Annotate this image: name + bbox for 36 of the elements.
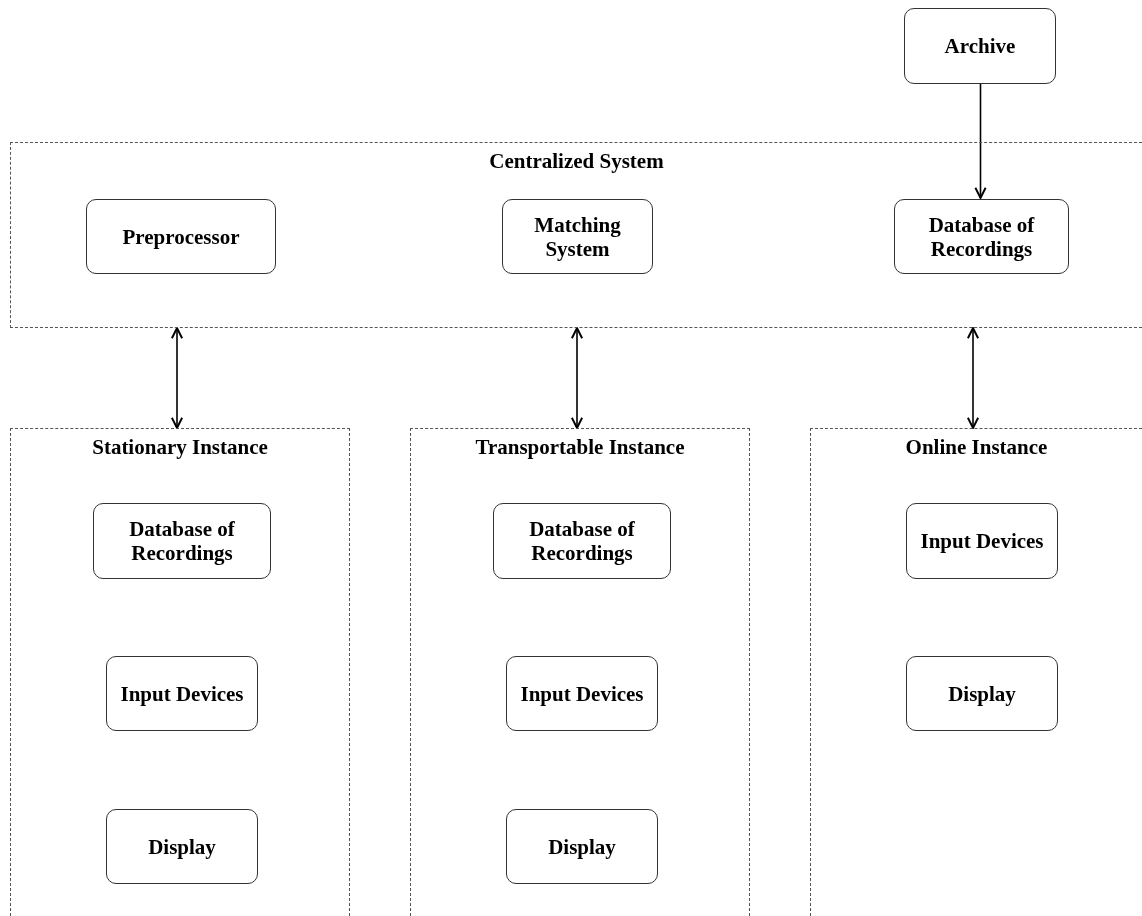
rounded-box bbox=[493, 503, 671, 579]
rounded-box bbox=[106, 656, 258, 731]
box-label: Matching System bbox=[533, 212, 622, 261]
rounded-box bbox=[906, 656, 1058, 731]
box-label: Database of Recordings bbox=[927, 212, 1036, 261]
dashed-group-frame bbox=[10, 142, 1142, 328]
group-title: Stationary Instance bbox=[91, 435, 269, 459]
box-label: Database of Recordings bbox=[528, 517, 636, 565]
arrow bbox=[966, 327, 980, 429]
dashed-group-frame bbox=[410, 428, 750, 916]
box-label: Input Devices bbox=[520, 681, 644, 706]
group-title: Centralized System bbox=[488, 149, 665, 173]
rounded-box bbox=[906, 503, 1058, 579]
rounded-box bbox=[502, 199, 653, 274]
dashed-group-frame bbox=[810, 428, 1142, 916]
box-label: Input Devices bbox=[120, 681, 244, 706]
rounded-box bbox=[106, 809, 258, 884]
box-label: Display bbox=[148, 834, 216, 859]
group-title: Transportable Instance bbox=[474, 435, 686, 459]
arrow bbox=[570, 327, 584, 429]
group-title: Online Instance bbox=[904, 435, 1049, 459]
arrow bbox=[974, 83, 987, 199]
rounded-box bbox=[506, 809, 658, 884]
box-label: Archive bbox=[944, 34, 1016, 58]
rounded-box bbox=[93, 503, 271, 579]
rounded-box bbox=[506, 656, 658, 731]
rounded-box bbox=[894, 199, 1069, 274]
dashed-group-frame bbox=[10, 428, 350, 916]
box-label: Database of Recordings bbox=[128, 517, 236, 565]
box-label: Display bbox=[548, 834, 616, 859]
rounded-box bbox=[904, 8, 1056, 84]
box-label: Input Devices bbox=[920, 529, 1044, 553]
arrow bbox=[170, 327, 184, 429]
rounded-box bbox=[86, 199, 276, 274]
box-label: Preprocessor bbox=[122, 224, 240, 249]
box-label: Display bbox=[948, 681, 1016, 706]
